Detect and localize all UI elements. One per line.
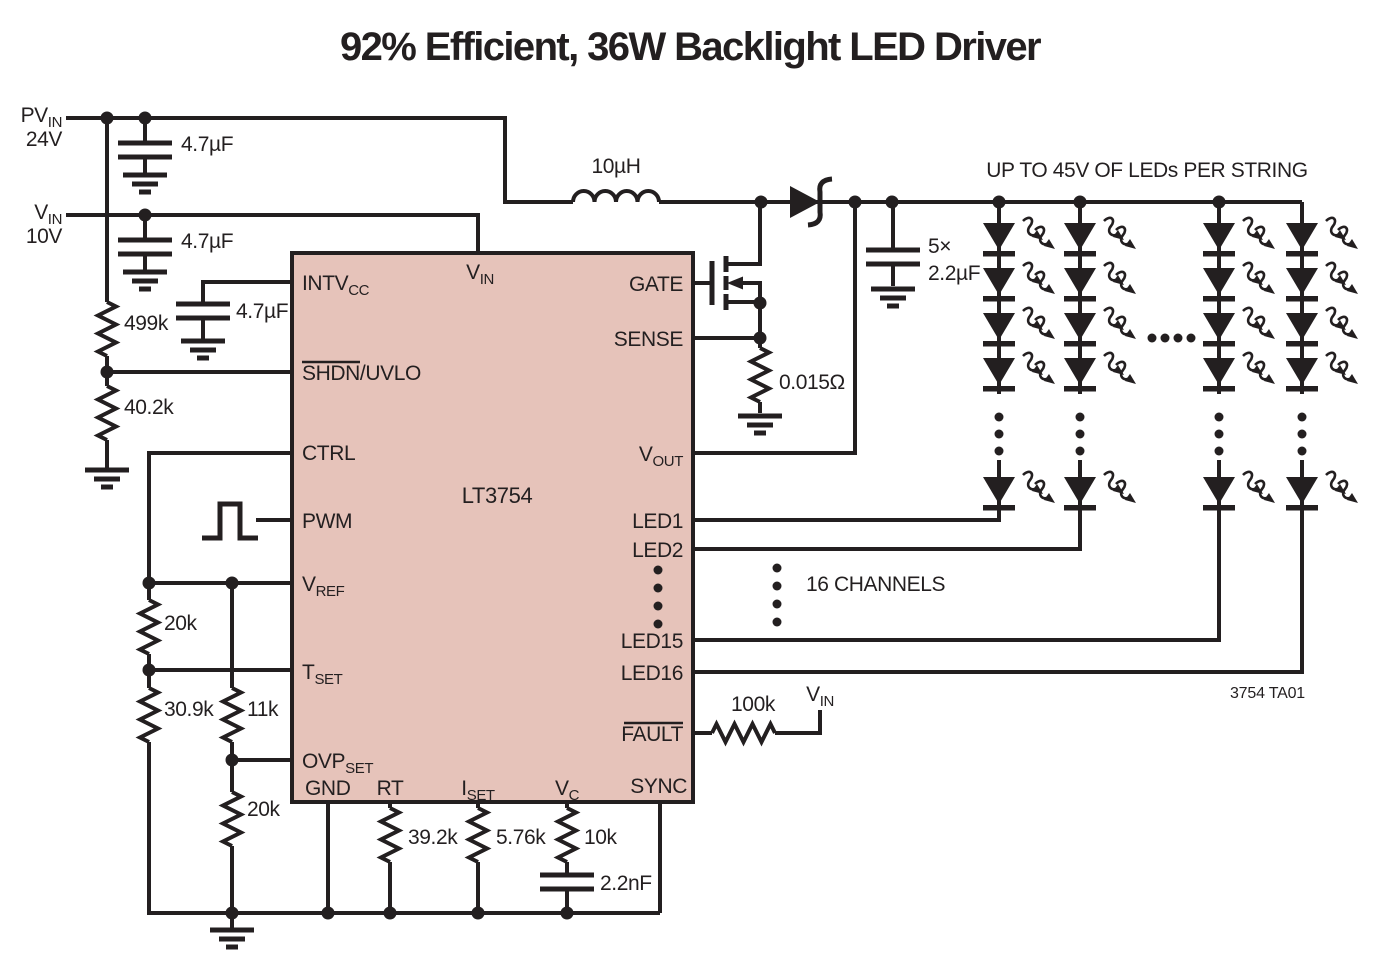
sense-wire [693,336,762,413]
ic-pin-led15: LED15 [621,630,683,653]
res-fault-label: 100k [731,693,776,716]
ic-pin-led16: LED16 [621,662,683,685]
res-30-9k [138,686,160,744]
vin-voltage-label: 10V [26,225,63,248]
gnd-main [210,930,254,947]
schottky-diode-symbol [790,176,833,228]
fault-wire [693,710,822,735]
cap-intvcc-label: 4.7µF [236,300,288,323]
ic-pin-vc: VC [555,777,580,804]
res-0-015 [749,346,771,404]
ic-pin-led2: LED2 [632,539,683,562]
res-39-2k [379,806,401,864]
ic-pin-intvcc: INTVCC [302,272,370,299]
ic-pin-fault: FAULT [621,723,683,746]
vout-wire [693,202,857,455]
res-20k-bottom-label: 20k [247,798,281,821]
cap-out-value-label: 2.2µF [928,262,980,285]
ic-pin-ovpset: OVPSET [302,750,373,777]
res-20k-top [138,598,160,656]
cap-vin-label: 4.7µF [181,230,233,253]
ic-pin-iset: ISET [461,777,495,804]
res-20k-bottom [221,790,243,848]
res-rt-label: 39.2k [408,826,458,849]
cap-pvin [118,143,172,157]
channels-note: 16 CHANNELS [806,573,946,596]
continuation-dots [653,333,1307,629]
pvin-voltage-label: 24V [26,128,63,151]
junction-dots [100,111,1226,920]
mosfet-symbol [709,202,762,338]
vin-rail-label: VIN [34,201,62,228]
figure-id: 3754 TA01 [1230,685,1305,702]
led-string-note: UP TO 45V OF LEDs PER STRING [986,159,1307,182]
ic-pin-vin: VIN [466,261,494,288]
res-5-76k [467,806,489,864]
gnd-cap-vin [123,272,167,289]
ic-pin-tset: TSET [302,661,343,688]
ic-pin-shdn: SHDN/UVLO [302,362,421,385]
ic-body [290,251,695,804]
res-sense-label: 0.015Ω [779,371,845,394]
pvin-rail-wire [66,116,573,204]
res-20k-top-label: 20k [164,612,198,635]
res-100k [710,722,777,744]
cap-output [866,250,920,264]
inductor-label: 10µH [591,155,640,178]
res-30-9k-label: 30.9k [164,698,214,721]
ic-part-number: LT3754 [462,483,533,508]
res-40-2k [96,384,118,442]
inductor-symbol [571,189,661,203]
res-11k-label: 11k [247,698,279,721]
ic-pin-led1: LED1 [632,510,683,533]
res-40-2k-label: 40.2k [124,396,174,419]
schematic-title: 92% Efficient, 36W Backlight LED Driver [340,25,1041,69]
ic-pin-vout: VOUT [639,443,683,470]
ic-pin-ctrl: CTRL [302,442,355,465]
intvcc-wire [201,280,292,341]
ic-pin-pwm: PWM [302,510,352,533]
ic-pin-vref: VREF [302,573,345,600]
gnd-uvlo [85,470,129,487]
ic-pin-sync: SYNC [630,775,687,798]
ic-pin-sense: SENSE [614,328,684,351]
res-499k [96,300,118,358]
ic-pin-rt: RT [377,777,404,800]
ic-pin-gnd: GND [305,777,351,800]
res-iset-label: 5.76k [496,826,546,849]
pvin-rail-label: PVIN [21,104,62,131]
led-string2-wire [693,202,1082,551]
mosfet-arrow [727,276,743,290]
gnd-cap-pvin [123,175,167,192]
res-10k [556,806,578,864]
res-vc-label: 10k [584,826,618,849]
fault-pullup-rail-label: VIN [806,683,834,710]
gnd-sense [738,416,782,433]
vin-rail-wire [66,213,480,253]
cap-vc-label: 2.2nF [600,872,652,895]
res-11k [221,686,243,744]
res-499k-label: 499k [124,312,169,335]
cap-intvcc [176,304,230,318]
tset-divider-wire [147,583,660,915]
uvlo-divider-wire [105,118,292,470]
ic-pin-gate: GATE [629,273,683,296]
ic-pin-labels: VIN INTVCC SHDN/UVLO CTRL PWM VREF TSET … [302,261,688,804]
cap-out-qty-label: 5× [928,235,951,258]
ovp-divider-wire [230,583,292,913]
pwm-pulse-icon [202,501,258,541]
cap-vc [540,875,594,889]
ctrl-wire [147,451,292,583]
cap-vin [118,240,172,254]
gnd-cap-output [871,289,915,306]
led-string1-wire [693,202,1001,522]
gnd-cap-intvcc [181,341,225,358]
cap-pvin-label: 4.7µF [181,133,233,156]
